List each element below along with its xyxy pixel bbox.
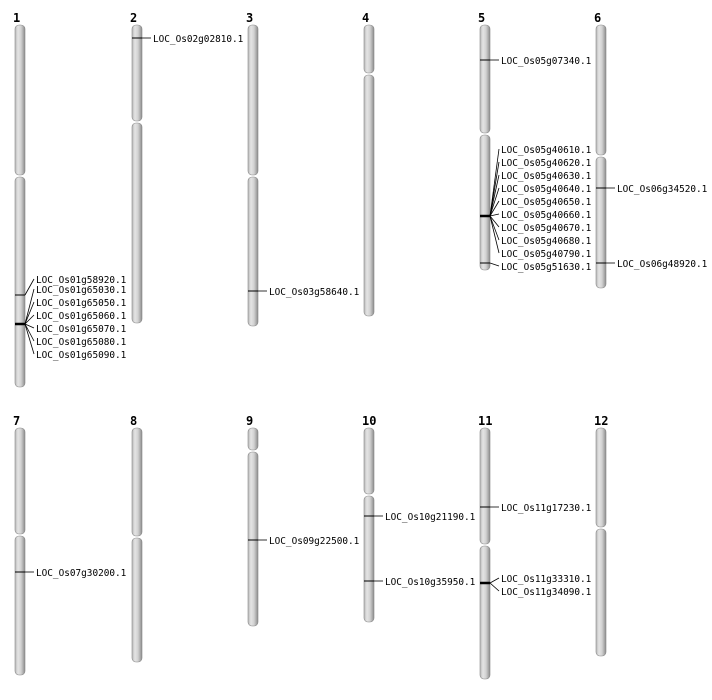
chromosome-number: 12 — [594, 414, 608, 428]
gene-label: LOC_Os05g40640.1 — [501, 184, 592, 195]
chromosome-arm-long — [247, 176, 259, 327]
chromosome-arm-long — [363, 74, 375, 317]
gene-label: LOC_Os05g40790.1 — [501, 249, 592, 260]
gene-label: LOC_Os05g40680.1 — [501, 236, 592, 247]
gene-label: LOC_Os05g40660.1 — [501, 210, 592, 221]
chromosome-arm-long — [131, 122, 143, 324]
gene-label: LOC_Os01g65030.1 — [36, 285, 127, 296]
gene-leader-line — [489, 200, 500, 217]
gene-label: LOC_Os02g02810.1 — [153, 34, 244, 45]
gene-leader-line — [24, 323, 35, 355]
gene-leader-line — [489, 174, 500, 217]
gene-leader-line — [489, 213, 500, 217]
chromosome-number: 8 — [130, 414, 137, 428]
chromosome-arm-short — [363, 427, 375, 495]
gene-label: LOC_Os01g65060.1 — [36, 311, 127, 322]
chromosome-arm-short — [131, 24, 143, 122]
chromosome-arm-long — [247, 451, 259, 627]
chromosome-arm-long — [479, 134, 491, 271]
chromosome-number: 5 — [478, 11, 485, 25]
gene-leader-line — [489, 582, 500, 592]
gene-label: LOC_Os11g17230.1 — [501, 503, 592, 514]
gene-leader-line — [24, 278, 35, 296]
gene-label: LOC_Os05g40620.1 — [501, 158, 592, 169]
gene-label: LOC_Os01g65070.1 — [36, 324, 127, 335]
chromosome-arm-short — [363, 24, 375, 74]
chromosome-arm-short — [131, 427, 143, 537]
chromosome-number: 4 — [362, 11, 369, 25]
gene-label: LOC_Os11g33310.1 — [501, 574, 592, 585]
gene-label: LOC_Os01g58920.1 — [36, 275, 127, 286]
gene-label: LOC_Os05g40650.1 — [501, 197, 592, 208]
chromosome-number: 11 — [478, 414, 492, 428]
gene-label: LOC_Os05g40630.1 — [501, 171, 592, 182]
chromosome-arm-short — [14, 427, 26, 535]
chromosome-number: 7 — [13, 414, 20, 428]
gene-label: LOC_Os07g30200.1 — [36, 568, 127, 579]
chromosome-arm-long — [14, 535, 26, 676]
gene-leader-line — [489, 262, 500, 267]
gene-label: LOC_Os01g65090.1 — [36, 350, 127, 361]
chromosome-arm-short — [595, 427, 607, 528]
gene-leader-line — [24, 323, 35, 329]
gene-leader-line — [489, 215, 500, 254]
gene-leader-line — [489, 215, 500, 228]
chromosome-number: 6 — [594, 11, 601, 25]
gene-label: LOC_Os09g22500.1 — [269, 536, 360, 547]
chromosome-arm-short — [595, 24, 607, 156]
gene-leader-line — [489, 161, 500, 217]
chromosome-arm-short — [14, 24, 26, 176]
gene-leader-line — [24, 314, 35, 325]
chromosome-arm-long — [595, 156, 607, 289]
gene-leader-line — [24, 288, 35, 325]
gene-label: LOC_Os05g51630.1 — [501, 262, 592, 273]
chromosome-arm-long — [14, 176, 26, 388]
gene-label: LOC_Os05g40670.1 — [501, 223, 592, 234]
gene-label: LOC_Os10g21190.1 — [385, 512, 476, 523]
chromosome-number: 1 — [13, 11, 20, 25]
chromosome-arm-long — [363, 495, 375, 623]
gene-label: LOC_Os11g34090.1 — [501, 587, 592, 598]
gene-label: LOC_Os01g65050.1 — [36, 298, 127, 309]
gene-leader-line — [489, 577, 500, 584]
chromosome-arm-short — [479, 427, 491, 545]
chromosome-arm-long — [595, 528, 607, 657]
gene-label: LOC_Os06g34520.1 — [617, 184, 708, 195]
gene-label: LOC_Os05g40610.1 — [501, 145, 592, 156]
gene-leader-line — [489, 187, 500, 217]
gene-leader-line — [24, 301, 35, 325]
gene-label: LOC_Os03g58640.1 — [269, 287, 360, 298]
gene-leader-line — [489, 215, 500, 241]
gene-label: LOC_Os10g35950.1 — [385, 577, 476, 588]
gene-label: LOC_Os01g65080.1 — [36, 337, 127, 348]
gene-leader-line — [24, 323, 35, 342]
chromosome-arm-long — [131, 537, 143, 663]
chromosome-arm-short — [247, 427, 259, 451]
chromosome-number: 2 — [130, 11, 137, 25]
gene-label: LOC_Os06g48920.1 — [617, 259, 708, 270]
chromosome-number: 10 — [362, 414, 376, 428]
chromosome-number: 9 — [246, 414, 253, 428]
chromosome-arm-short — [247, 24, 259, 176]
gene-label: LOC_Os05g07340.1 — [501, 56, 592, 67]
chromosome-arm-short — [479, 24, 491, 134]
chromosome-arm-long — [479, 545, 491, 680]
chromosome-number: 3 — [246, 11, 253, 25]
